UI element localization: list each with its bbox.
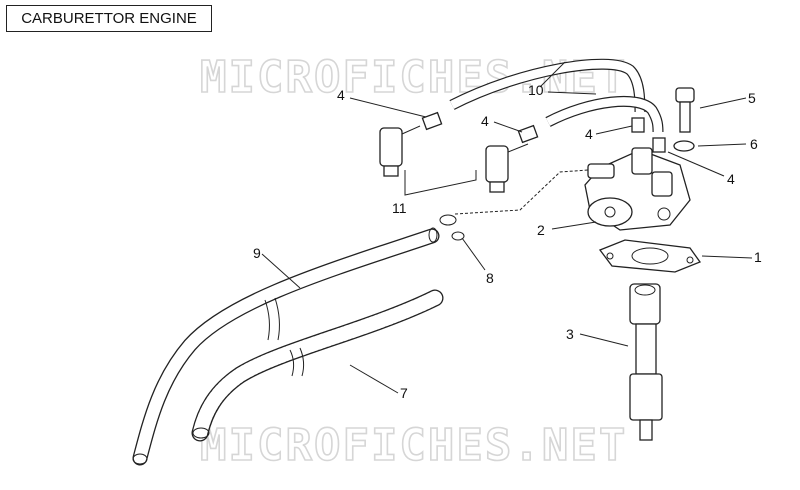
- screw-5: [675, 87, 695, 133]
- callout-5: 5: [748, 90, 756, 106]
- watermark-top: MICROFICHES.NET: [200, 52, 627, 103]
- callout-4-left: 4: [337, 87, 345, 103]
- clip-8: [439, 214, 465, 241]
- hose-clip-marks: [264, 297, 305, 377]
- callout-3: 3: [566, 326, 574, 342]
- callout-10: 10: [528, 82, 544, 98]
- callout-6: 6: [750, 136, 758, 152]
- corrugated-sleeve-7: [191, 289, 444, 442]
- diagram-title: CARBURETTOR ENGINE: [6, 5, 212, 32]
- watermark-bottom: MICROFICHES.NET: [200, 420, 627, 471]
- callout-7: 7: [400, 385, 408, 401]
- oil-pump-2: [584, 147, 691, 231]
- alignment-line: [454, 169, 589, 215]
- callout-9: 9: [253, 245, 261, 261]
- callout-4-middle: 4: [481, 113, 489, 129]
- vent-caps-11: [379, 125, 529, 193]
- callout-4-pump: 4: [727, 171, 735, 187]
- washer-6: [673, 140, 695, 152]
- leader-lines: [261, 61, 753, 394]
- hose-connectors-4: [421, 111, 666, 153]
- callout-4-right: 4: [585, 126, 593, 142]
- callout-1: 1: [754, 249, 762, 265]
- gasket-1: [598, 239, 702, 273]
- vacuum-hose-10: [449, 58, 664, 133]
- callout-8: 8: [486, 270, 494, 286]
- fuel-hose-9: [132, 227, 440, 466]
- callout-2: 2: [537, 222, 545, 238]
- callout-11: 11: [392, 200, 407, 216]
- drive-shaft-3: [629, 283, 663, 441]
